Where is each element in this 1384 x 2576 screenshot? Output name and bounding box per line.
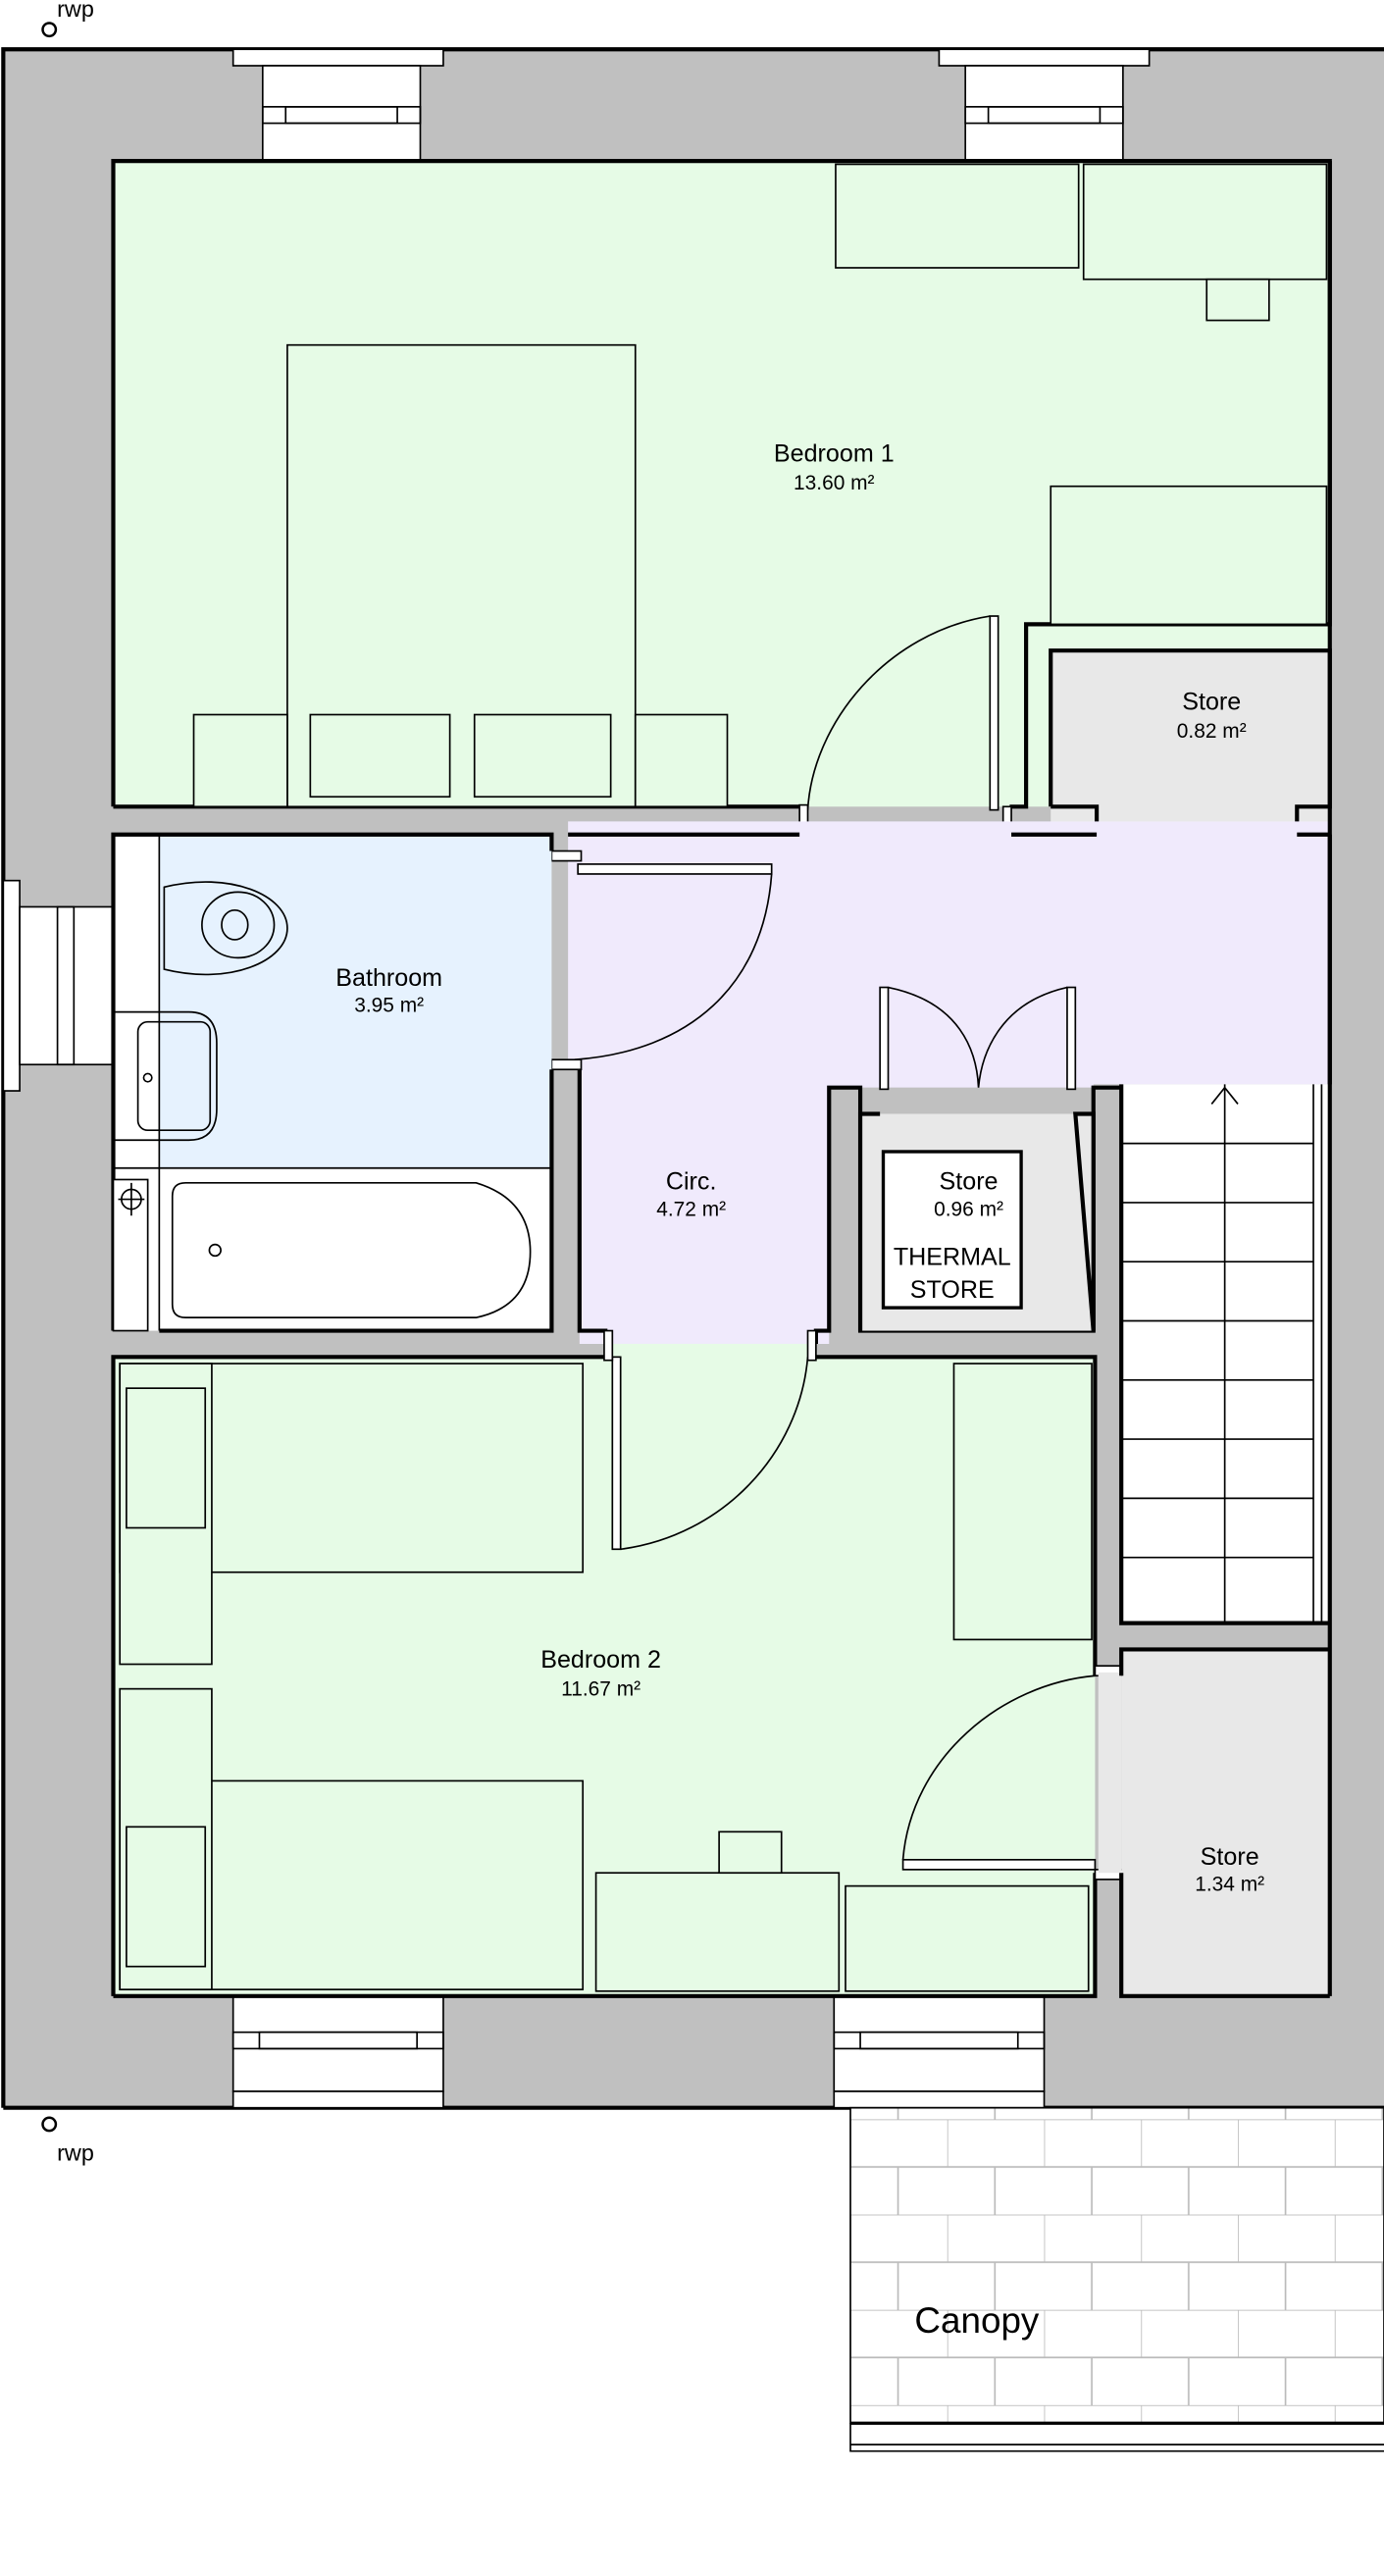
room-name: Bedroom 2 (540, 1646, 661, 1674)
room-area: 0.96 m² (934, 1198, 1003, 1220)
room-name: Store (940, 1168, 999, 1196)
room-store-thermal: Store 0.96 m² THERMAL STORE (857, 1111, 1096, 1331)
room-bathroom: Bathroom 3.95 m² (111, 832, 554, 1333)
room-name: Bedroom 1 (774, 440, 895, 468)
room-store-3: Store 1.34 m² (1098, 1647, 1330, 1998)
rwp-label: rwp (57, 2139, 94, 2165)
thermal-store-label: STORE (910, 1276, 995, 1304)
room-circulation: Circ. 4.72 m² (550, 821, 1332, 1344)
room-area: 1.34 m² (1195, 1874, 1264, 1896)
double-door-thermal-store[interactable] (879, 986, 1077, 1091)
rwp-top: rwp (41, 0, 94, 38)
room-area: 0.82 m² (1177, 720, 1247, 743)
window-left (2, 879, 115, 1092)
room-name: Store (1201, 1843, 1259, 1871)
toilet (163, 881, 288, 976)
single-bed-2 (119, 1687, 585, 1990)
window-bottom-right (833, 1994, 1046, 2109)
single-bed-1 (119, 1363, 585, 1666)
room-area: 3.95 m² (354, 995, 424, 1017)
door-bedroom-2[interactable] (603, 1329, 817, 1551)
washbasin (113, 1010, 218, 1142)
room-name: Store (1182, 688, 1241, 715)
double-bed (192, 343, 729, 808)
room-area: 11.67 m² (561, 1677, 641, 1700)
staircase (1119, 1084, 1330, 1625)
door-bathroom[interactable] (550, 850, 773, 1071)
canopy: Canopy (849, 2106, 1384, 2452)
bathtub (171, 1181, 532, 1318)
room-store-1: Store 0.82 m² (1049, 648, 1332, 935)
room-name: Circ. (666, 1168, 717, 1196)
door-store-3[interactable] (901, 1665, 1126, 1880)
rwp-bottom: rwp (41, 2116, 94, 2165)
boiler (112, 1178, 149, 1332)
window-bottom-left (231, 1994, 444, 2109)
window-top-right (938, 48, 1151, 162)
rwp-label: rwp (57, 0, 94, 22)
room-bedroom-2: Bedroom 2 11.67 m² (111, 1329, 1126, 1998)
thermal-store-label: THERMAL (894, 1244, 1011, 1271)
room-area: 13.60 m² (794, 472, 875, 494)
window-top-left (231, 48, 444, 162)
door-bedroom-1[interactable] (798, 615, 1012, 836)
room-name: Bathroom (335, 964, 442, 992)
room-area: 4.72 m² (656, 1198, 726, 1220)
canopy-label: Canopy (914, 2300, 1039, 2341)
stair-direction-arrow-icon (1210, 1086, 1239, 1105)
